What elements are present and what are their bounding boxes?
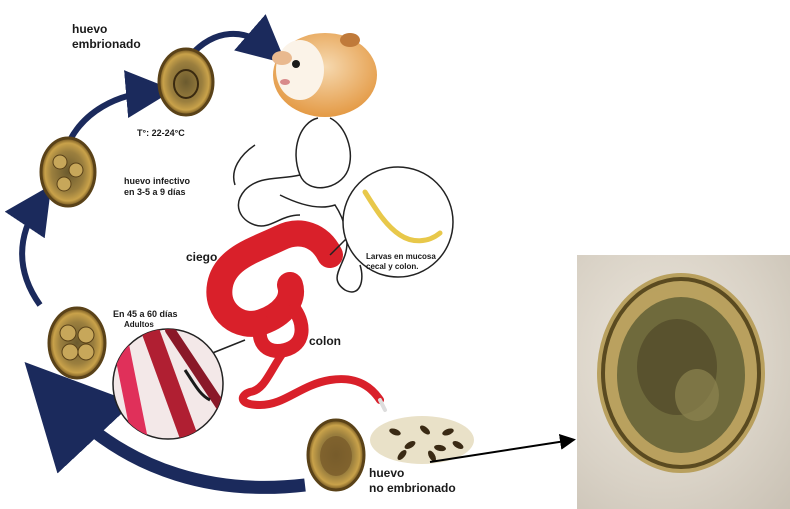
egg-infective bbox=[41, 138, 95, 206]
label-temperature: T°: 22-24°C bbox=[137, 128, 185, 139]
digestive-tract-outline bbox=[234, 118, 362, 292]
egg-dividing bbox=[49, 308, 105, 378]
label-adultos: Adultos bbox=[124, 320, 154, 330]
label-huevo-embrionado: huevo embrionado bbox=[72, 22, 141, 52]
label-colon: colon bbox=[309, 334, 341, 349]
egg-unembryonated bbox=[308, 420, 364, 490]
guinea-pig-host bbox=[272, 33, 377, 117]
egg-micrograph-drawing bbox=[577, 255, 790, 509]
label-ciego: ciego bbox=[186, 250, 217, 265]
label-huevo-infectivo: huevo infectivo en 3-5 a 9 días bbox=[124, 176, 190, 199]
arrow-infective bbox=[22, 205, 40, 305]
label-huevo-no-embrionado: huevo no embrionado bbox=[369, 466, 456, 496]
arrow-to-host bbox=[190, 34, 268, 56]
label-larvas: Larvas en mucosa cecal y colon. bbox=[366, 252, 436, 272]
egg-micrograph bbox=[577, 255, 790, 509]
label-adultos-days: En 45 a 60 días bbox=[113, 309, 178, 320]
egg-embryonated bbox=[159, 49, 213, 115]
adults-zoom bbox=[113, 329, 245, 440]
